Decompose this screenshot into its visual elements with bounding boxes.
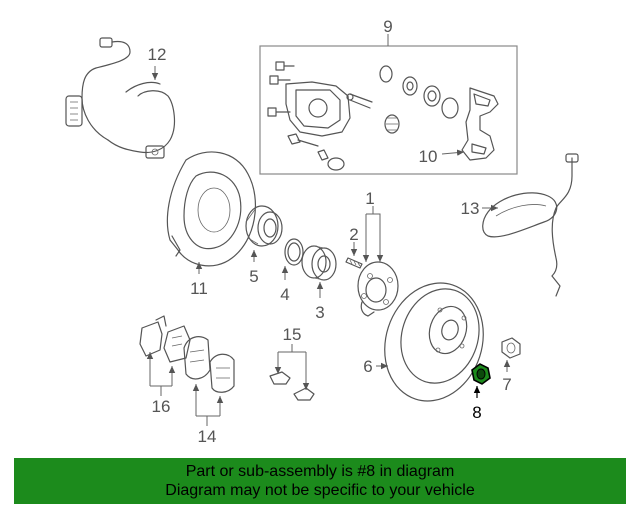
banner-line-disclaimer: Diagram may not be specific to your vehi… [165, 482, 475, 499]
callout-1[interactable]: 1 [365, 189, 374, 208]
callout-3[interactable]: 3 [315, 303, 324, 322]
callout-2[interactable]: 2 [349, 225, 358, 244]
selected-part-banner: Part or sub-assembly is #8 in diagram Di… [14, 458, 626, 504]
callout-4[interactable]: 4 [280, 285, 289, 304]
caliper-kit-box-part-9[interactable] [259, 45, 518, 175]
callout-5[interactable]: 5 [249, 267, 258, 286]
banner-line-part-info: Part or sub-assembly is #8 in diagram [185, 463, 455, 480]
callout-6[interactable]: 6 [363, 357, 372, 376]
dust-shield-part-11[interactable] [166, 151, 256, 267]
callout-13[interactable]: 13 [461, 199, 480, 218]
wheel-hub-part-1[interactable] [357, 261, 399, 317]
callout-11[interactable]: 11 [190, 279, 208, 298]
brake-pad-set-part-14[interactable] [183, 336, 235, 393]
callout-16[interactable]: 16 [152, 397, 171, 416]
wheel-stud-part-2[interactable] [345, 257, 363, 269]
brake-rotor-part-6[interactable] [370, 270, 498, 414]
pad-clips-part-15[interactable] [269, 371, 315, 401]
callout-7[interactable]: 7 [502, 375, 511, 394]
callout-10[interactable]: 10 [419, 147, 438, 166]
callout-14[interactable]: 14 [198, 427, 217, 446]
lug-nut-part-8-selected[interactable] [471, 363, 491, 385]
callout-12[interactable]: 12 [148, 45, 167, 64]
brake-hose-part-13[interactable] [482, 153, 579, 297]
hub-nut-part-7[interactable] [501, 337, 521, 359]
seal-part-5[interactable] [245, 205, 283, 247]
abs-sensor-wire-part-12[interactable] [65, 37, 176, 159]
exploded-parts-diagram: 1 2 3 4 5 6 7 8 9 10 11 12 13 14 15 16 [65, 17, 579, 446]
brake-pad-set-part-16[interactable] [139, 315, 191, 363]
callout-15[interactable]: 15 [283, 325, 302, 344]
snap-ring-part-4[interactable] [284, 238, 304, 266]
callout-9[interactable]: 9 [383, 17, 392, 36]
wheel-bearing-part-3[interactable] [301, 245, 337, 281]
callout-8-selected[interactable]: 8 [472, 403, 481, 422]
